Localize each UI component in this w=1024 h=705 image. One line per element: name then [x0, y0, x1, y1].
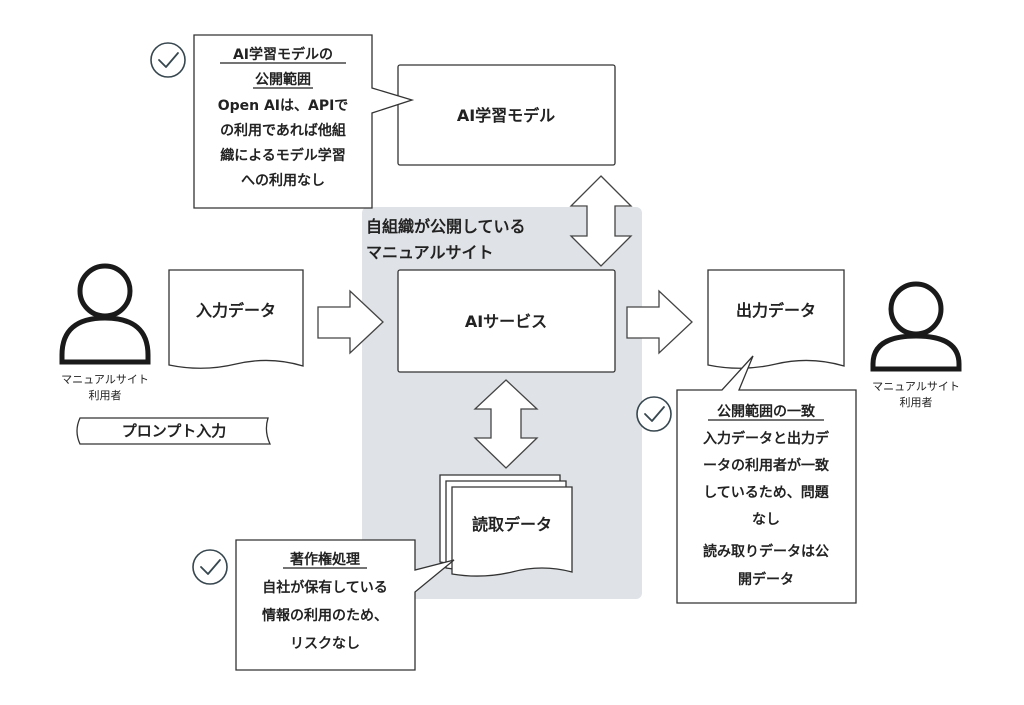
prompt-input-label: プロンプト入力: [122, 422, 227, 440]
ai-service-label: AIサービス: [465, 312, 547, 331]
copyright-body-line1: 自社が保有している: [262, 579, 388, 596]
copyright-body-line2: 情報の利用のため、: [262, 607, 388, 624]
right-user-name-line2: 利用者: [900, 396, 933, 409]
ai-model-label: AI学習モデル: [457, 106, 555, 125]
left-user-name-line1: マニュアルサイト: [61, 373, 149, 386]
model-scope-title-line1: AI学習モデルの: [233, 46, 333, 63]
output-data-document[interactable]: [707, 269, 845, 369]
read-data-document-front: [451, 486, 573, 577]
read-data-label: 読取データ: [472, 515, 552, 534]
scope-match-body-line4: なし: [752, 512, 780, 528]
ai-service-box[interactable]: [397, 269, 616, 373]
model-scope-title-line2: 公開範囲: [255, 71, 311, 88]
check-circle-icon: [636, 396, 672, 432]
scope-match-title: 公開範囲の一致: [717, 403, 816, 420]
check-circle-icon: [192, 549, 228, 585]
double-arrow-icon: [569, 175, 633, 267]
right-arrow-icon: [317, 289, 384, 355]
input-data-label: 入力データ: [196, 301, 276, 320]
input-data-document[interactable]: [168, 269, 304, 369]
prompt-input-banner: [76, 417, 272, 445]
left-user-name-line2: 利用者: [89, 389, 122, 402]
organization-area-label-line1: 自組織が公開している: [366, 217, 526, 236]
scope-match-callout: [676, 355, 857, 604]
model-scope-body-line1: Open AIは、APIで: [218, 98, 349, 114]
model-scope-body-line3: 織によるモデル学習: [220, 147, 346, 164]
left-user-person-icon: [59, 263, 151, 365]
output-data-label: 出力データ: [736, 301, 816, 320]
scope-match-body-line3: しているため、問題: [703, 485, 830, 501]
model-scope-body-line4: への利用なし: [241, 172, 325, 189]
model-scope-callout: [193, 34, 415, 209]
ai-model-box[interactable]: [397, 64, 616, 166]
right-arrow-icon: [626, 289, 693, 355]
copyright-callout: [235, 539, 455, 671]
double-arrow-icon: [473, 379, 539, 469]
scope-match-body-line1: 入力データと出力デ: [703, 430, 830, 447]
read-data-document-stack[interactable]: 読取データ: [439, 474, 573, 577]
copyright-body-line3: リスクなし: [290, 636, 360, 652]
scope-match-body-line6: 開データ: [738, 571, 794, 588]
right-user-name-line1: マニュアルサイト: [872, 380, 960, 393]
organization-area-label-line2: マニュアルサイト: [366, 243, 494, 262]
right-user-person-icon: [870, 281, 962, 372]
scope-match-body-line2: ータの利用者が一致: [703, 457, 830, 474]
check-circle-icon: [150, 42, 186, 78]
model-scope-body-line2: の利用であれば他組: [220, 122, 346, 139]
copyright-title: 著作権処理: [289, 551, 360, 568]
scope-match-body-line5: 読み取りデータは公: [703, 543, 829, 560]
